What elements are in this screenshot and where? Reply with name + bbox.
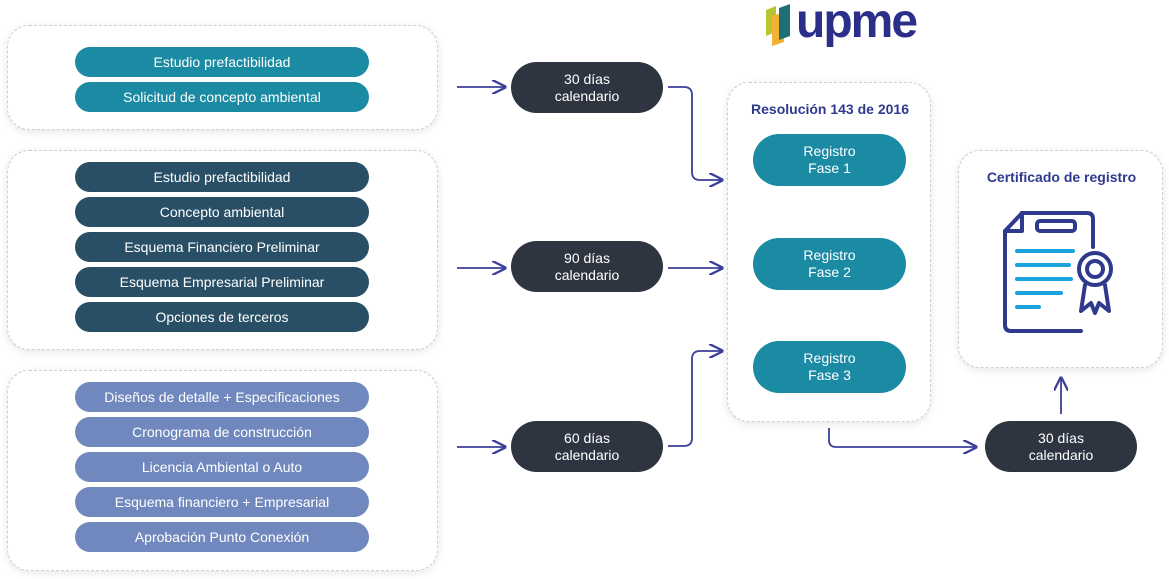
stage-2-item: Estudio prefactibilidad — [75, 162, 369, 192]
stage-2-item: Concepto ambiental — [75, 197, 369, 227]
stage-1-group: Estudio prefactibilidad Solicitud de con… — [7, 25, 438, 130]
stage-2-item: Opciones de terceros — [75, 302, 369, 332]
stage-2-group: Estudio prefactibilidad Concepto ambient… — [7, 150, 438, 350]
stage-1-item: Estudio prefactibilidad — [75, 47, 369, 77]
duration-pill-4: 30 días calendario — [985, 421, 1137, 472]
stage-2-item: Esquema Empresarial Preliminar — [75, 267, 369, 297]
stage-3-item: Licencia Ambiental o Auto — [75, 452, 369, 482]
resolution-box: Resolución 143 de 2016 Registro Fase 1 R… — [727, 82, 931, 422]
duration-unit: calendario — [1028, 446, 1094, 463]
upme-logo: upme — [762, 0, 918, 52]
registro-fase-2: Registro Fase 2 — [753, 238, 906, 290]
duration-unit: calendario — [554, 446, 620, 463]
stage-3-item: Aprobación Punto Conexión — [75, 522, 369, 552]
registro-fase-1: Registro Fase 1 — [753, 134, 906, 186]
stage-3-group: Diseños de detalle + Especificaciones Cr… — [7, 370, 438, 571]
stage-2-item: Esquema Financiero Preliminar — [75, 232, 369, 262]
certificate-box: Certificado de registro — [958, 150, 1163, 368]
duration-pill-1: 30 días calendario — [511, 62, 663, 113]
duration-unit: calendario — [554, 87, 620, 104]
phase-label: Registro — [803, 350, 856, 366]
stage-3-item: Esquema financiero + Empresarial — [75, 487, 369, 517]
phase-number: Fase 1 — [808, 160, 851, 176]
duration-pill-3: 60 días calendario — [511, 421, 663, 472]
duration-pill-2: 90 días calendario — [511, 241, 663, 292]
arrow-duration1-to-fase1 — [668, 86, 722, 180]
duration-days: 60 días — [564, 429, 610, 446]
certificate-title: Certificado de registro — [986, 169, 1137, 185]
phase-number: Fase 3 — [808, 367, 851, 383]
logo-mark-icon — [766, 4, 790, 46]
duration-days: 90 días — [564, 249, 610, 266]
resolution-title: Resolución 143 de 2016 — [751, 101, 909, 117]
arrow-resolution-to-duration4 — [828, 428, 976, 447]
stage-3-item: Diseños de detalle + Especificaciones — [75, 382, 369, 412]
phase-label: Registro — [803, 143, 856, 159]
stage-3-item: Cronograma de construcción — [75, 417, 369, 447]
registro-fase-3: Registro Fase 3 — [753, 341, 906, 393]
logo-text: upme — [796, 0, 918, 48]
certificate-icon — [1003, 211, 1113, 333]
duration-unit: calendario — [554, 266, 620, 283]
duration-days: 30 días — [564, 70, 610, 87]
arrow-duration3-to-fase3 — [668, 351, 722, 447]
phase-number: Fase 2 — [808, 264, 851, 280]
duration-days: 30 días — [1038, 429, 1084, 446]
phase-label: Registro — [803, 247, 856, 263]
stage-1-item: Solicitud de concepto ambiental — [75, 82, 369, 112]
